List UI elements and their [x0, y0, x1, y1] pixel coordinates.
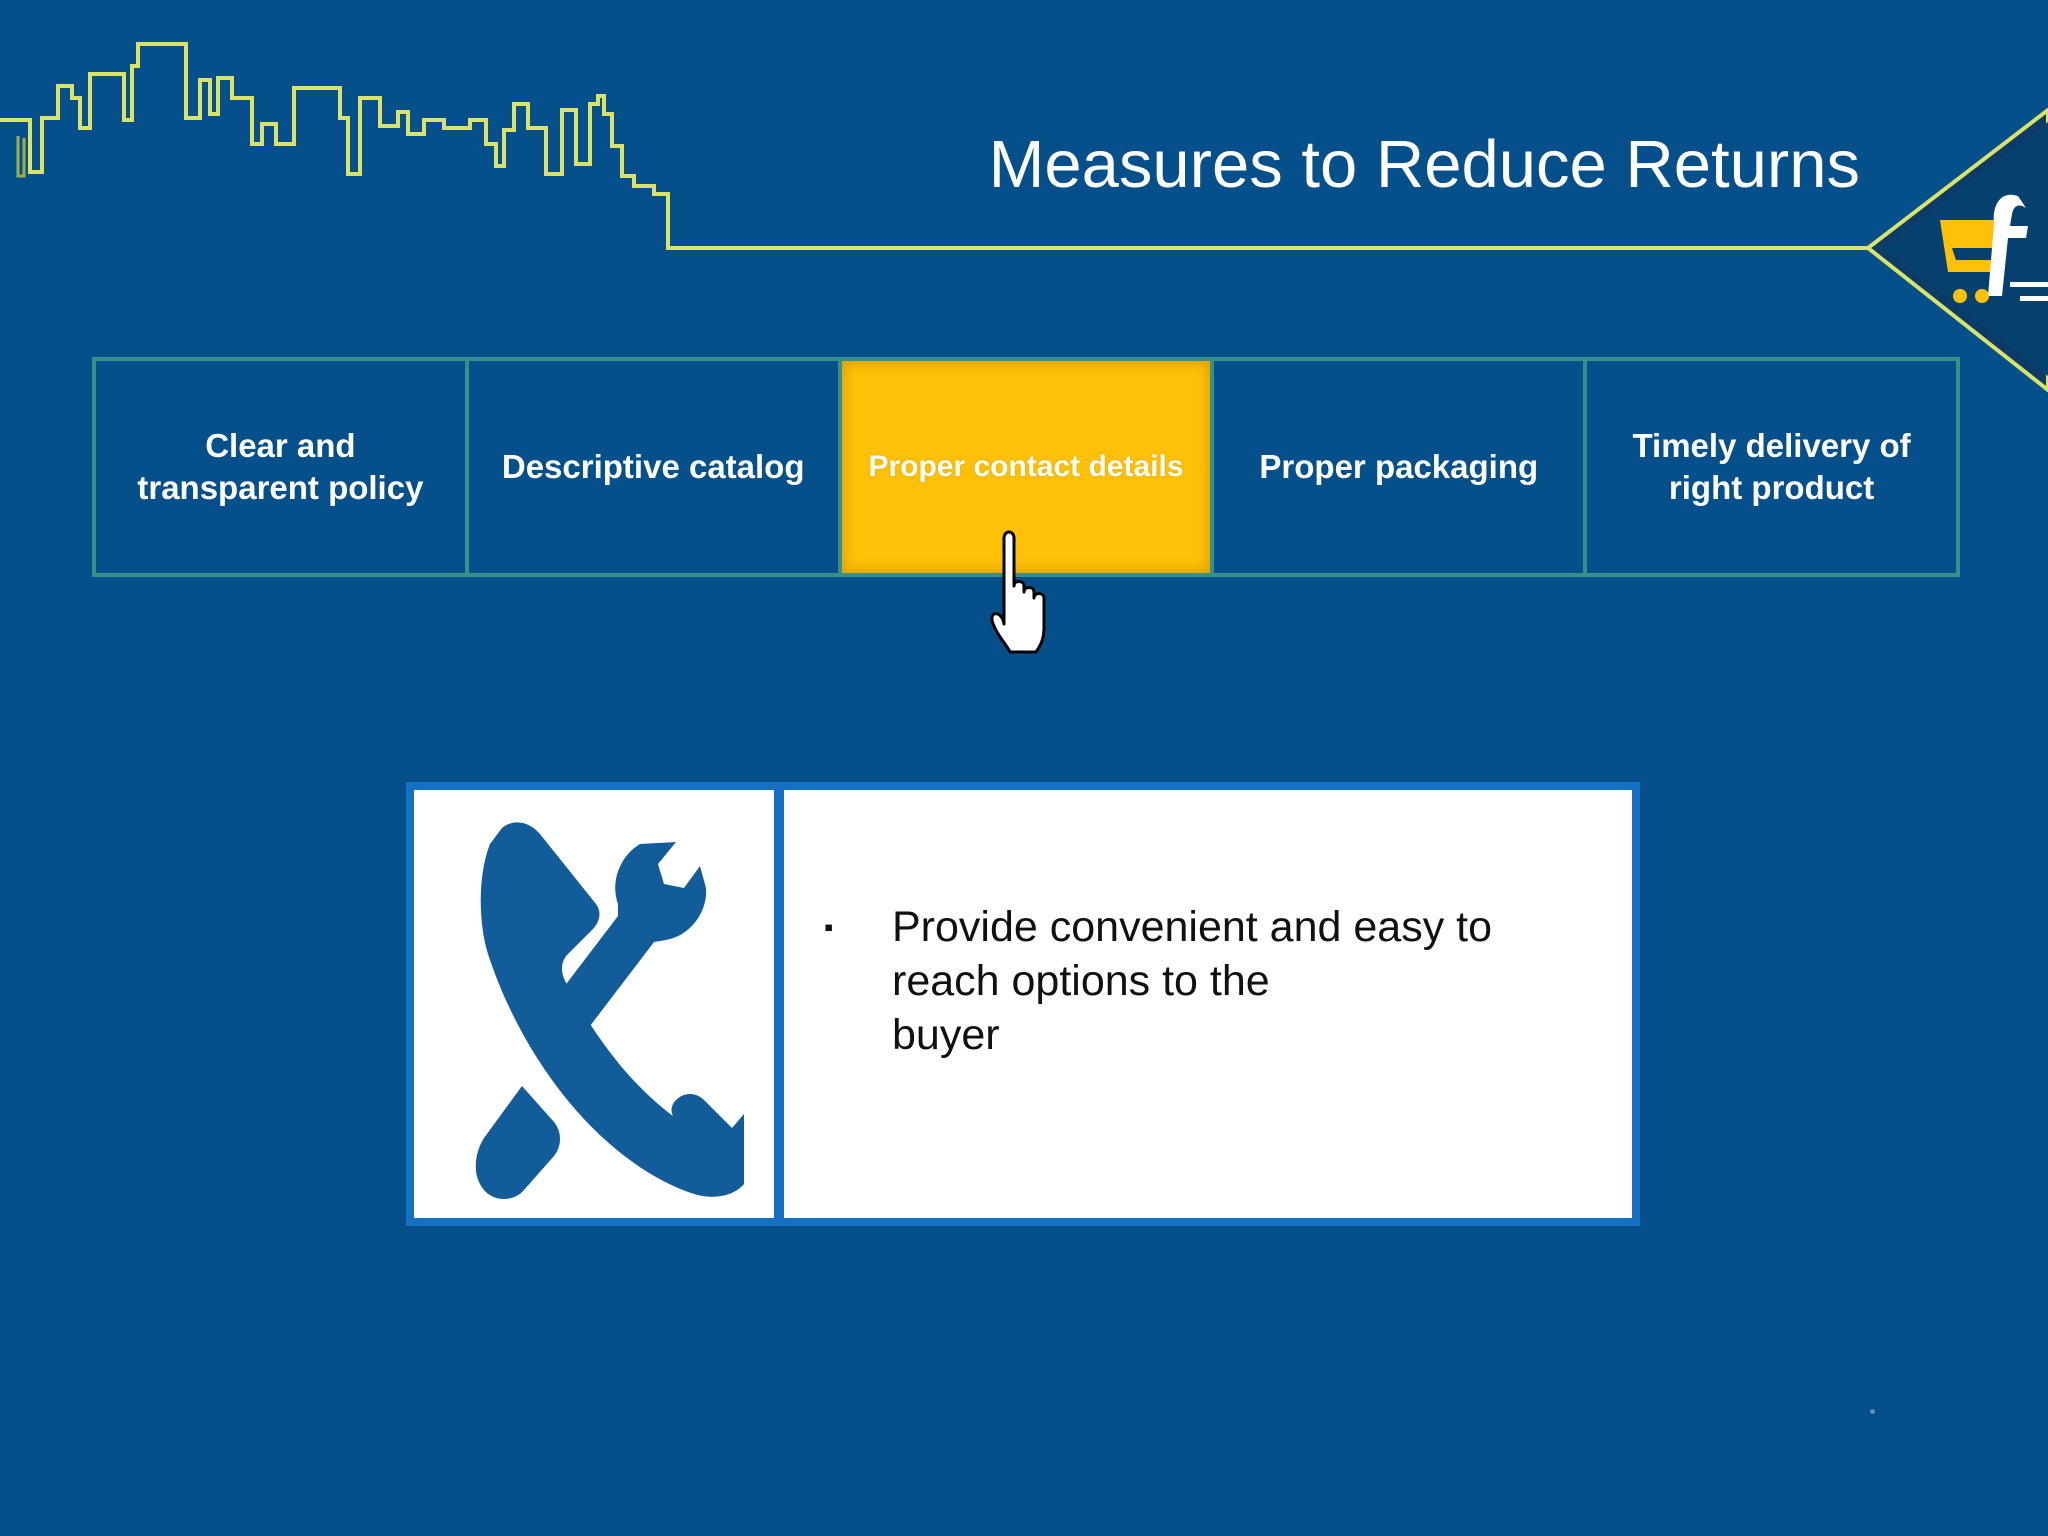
bullet-item: ▪ Provide convenient and easy to reach o… — [824, 900, 1592, 1062]
tab-proper-packaging[interactable]: Proper packaging — [1214, 361, 1588, 573]
tab-proper-contact-details[interactable]: Proper contact details — [841, 361, 1215, 573]
card-icon-panel — [414, 790, 784, 1218]
tab-label: Clear and transparent policy — [137, 427, 424, 506]
tab-descriptive-catalog[interactable]: Descriptive catalog — [469, 361, 842, 573]
slide-title: Measures to Reduce Returns — [988, 127, 1860, 202]
tab-label: Descriptive catalog — [501, 448, 805, 485]
phone-wrench-icon — [475, 822, 744, 1199]
hand-pointer-icon — [990, 530, 1046, 654]
bullet-text: Provide convenient and easy to reach opt… — [892, 903, 1493, 1059]
tab-label: Timely delivery of right product — [1632, 427, 1911, 506]
city-skyline-decoration — [0, 42, 1868, 250]
decorative-dot — [1870, 1409, 1875, 1414]
tab-clear-transparent-policy[interactable]: Clear and transparent policy — [96, 361, 469, 573]
contact-details-card: ▪ Provide convenient and easy to reach o… — [406, 782, 1640, 1226]
tab-label: Proper contact details — [868, 450, 1184, 483]
tab-label: Proper packaging — [1259, 448, 1539, 485]
flipkart-cart-logo-icon — [1864, 107, 2048, 393]
bullet-square-icon: ▪ — [824, 912, 834, 942]
tab-timely-delivery[interactable]: Timely delivery of right product — [1587, 361, 1956, 573]
card-text-panel: ▪ Provide convenient and easy to reach o… — [784, 790, 1632, 1218]
measures-tab-bar: Clear and transparent policy Descriptive… — [92, 357, 1960, 577]
